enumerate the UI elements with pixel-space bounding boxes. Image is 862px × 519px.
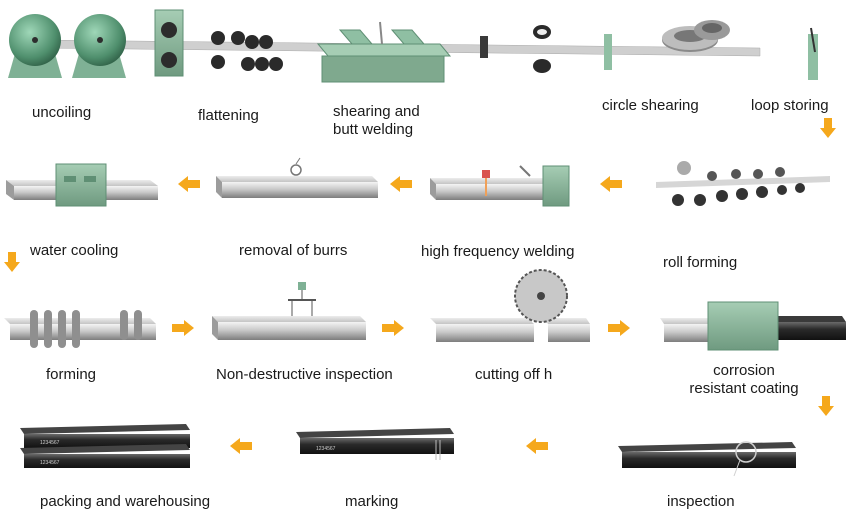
label-cutting: cutting off h bbox=[475, 366, 553, 383]
forming-machine bbox=[4, 310, 156, 348]
flow-arrow-left bbox=[178, 176, 200, 192]
flow-arrow-left bbox=[600, 176, 622, 192]
marking-pipe-text: 1234567 bbox=[316, 446, 336, 452]
coating-machine bbox=[660, 301, 846, 351]
label-packing: packing and warehousing bbox=[40, 493, 211, 510]
marking-pipe: 1234567 bbox=[296, 428, 454, 460]
circle-shearing-machine bbox=[604, 20, 730, 70]
label-flattening: flattening bbox=[198, 107, 259, 124]
label-loop-storing: loop storing bbox=[751, 97, 829, 114]
label-inspection: inspection bbox=[667, 493, 735, 510]
burr-removal-pipe bbox=[216, 157, 378, 198]
flow-arrow-right bbox=[608, 320, 630, 336]
flow-arrow-down bbox=[820, 118, 836, 138]
cutting-saw bbox=[430, 269, 590, 342]
label-marking: marking bbox=[345, 493, 399, 510]
roll-forming-machine bbox=[656, 161, 830, 206]
label-shearing: shearing and butt welding bbox=[333, 103, 420, 138]
flow-arrow-left bbox=[526, 438, 548, 454]
uncoiler-machine bbox=[8, 14, 126, 78]
shearing-welding-machine bbox=[316, 21, 452, 83]
shear-rollers bbox=[480, 25, 551, 73]
label-roll-forming: roll forming bbox=[663, 254, 738, 271]
label-coating: corrosion resistant coating bbox=[689, 362, 799, 397]
label-hf-welding: high frequency welding bbox=[421, 243, 575, 260]
packing-pipes: 1234567 1234567 bbox=[20, 424, 190, 468]
hf-welding-machine bbox=[430, 165, 570, 207]
label-circle-shearing: circle shearing bbox=[602, 97, 699, 114]
flow-arrow-left bbox=[390, 176, 412, 192]
water-cooling-machine bbox=[6, 163, 158, 207]
flow-arrow-down bbox=[4, 252, 20, 272]
inspection-pipe bbox=[618, 441, 796, 477]
flow-arrow-right bbox=[172, 320, 194, 336]
flow-arrow-right bbox=[382, 320, 404, 336]
packing-pipe-marking: 1234567 bbox=[40, 440, 60, 446]
packing-pipe-marking-2: 1234567 bbox=[40, 460, 60, 466]
flow-arrow-down bbox=[818, 396, 834, 416]
label-water-cooling: water cooling bbox=[30, 242, 119, 259]
loop-storing-machine bbox=[808, 27, 818, 80]
label-uncoiling: uncoiling bbox=[32, 104, 92, 121]
ndt-pipe bbox=[212, 282, 366, 340]
flattening-machine bbox=[154, 9, 283, 77]
flow-arrow-left bbox=[230, 438, 252, 454]
label-burr-removal: removal of burrs bbox=[239, 242, 348, 259]
label-ndt: Non-destructive inspection bbox=[216, 366, 393, 383]
label-forming: forming bbox=[46, 366, 97, 383]
